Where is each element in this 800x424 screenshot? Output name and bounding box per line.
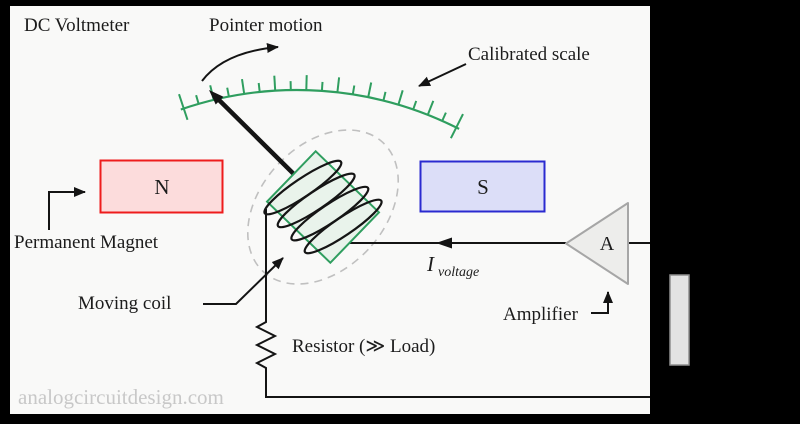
calibrated-scale-label: Calibrated scale [468, 44, 590, 65]
magnet-north [99, 159, 224, 214]
magnet-north-label: N [154, 175, 169, 199]
moving-coil-arrow [203, 257, 284, 305]
calibrated-scale-arrow [418, 63, 467, 87]
permanent-magnet-arrow [48, 187, 86, 230]
current-direction-arrowhead [436, 237, 452, 249]
moving-coil [263, 149, 383, 265]
resistor-and-bottom-wire [254, 209, 650, 398]
field-line-ellipse [246, 129, 400, 285]
amplifier-triangle [565, 202, 629, 285]
current-label: I voltage [426, 252, 479, 280]
side-bar [669, 274, 690, 366]
magnet-south-label: S [477, 175, 489, 199]
magnet-south [419, 160, 546, 213]
pointer-motion-arrow [201, 43, 279, 82]
resistor-label: Resistor (≫ Load) [292, 336, 435, 357]
amplifier-symbol: A [600, 233, 615, 255]
amplifier-arrow [591, 291, 613, 314]
amplifier-label: Amplifier [503, 304, 579, 325]
coil-windings [263, 159, 383, 255]
watermark: analogcircuitdesign.com [18, 385, 224, 409]
permanent-magnet-label: Permanent Magnet [14, 232, 159, 253]
scale-ticks [178, 75, 464, 139]
pointer-motion-label: Pointer motion [209, 15, 323, 36]
diagram-title: DC Voltmeter [24, 15, 130, 36]
moving-coil-label: Moving coil [78, 293, 171, 314]
pointer-arrowhead [209, 90, 224, 105]
